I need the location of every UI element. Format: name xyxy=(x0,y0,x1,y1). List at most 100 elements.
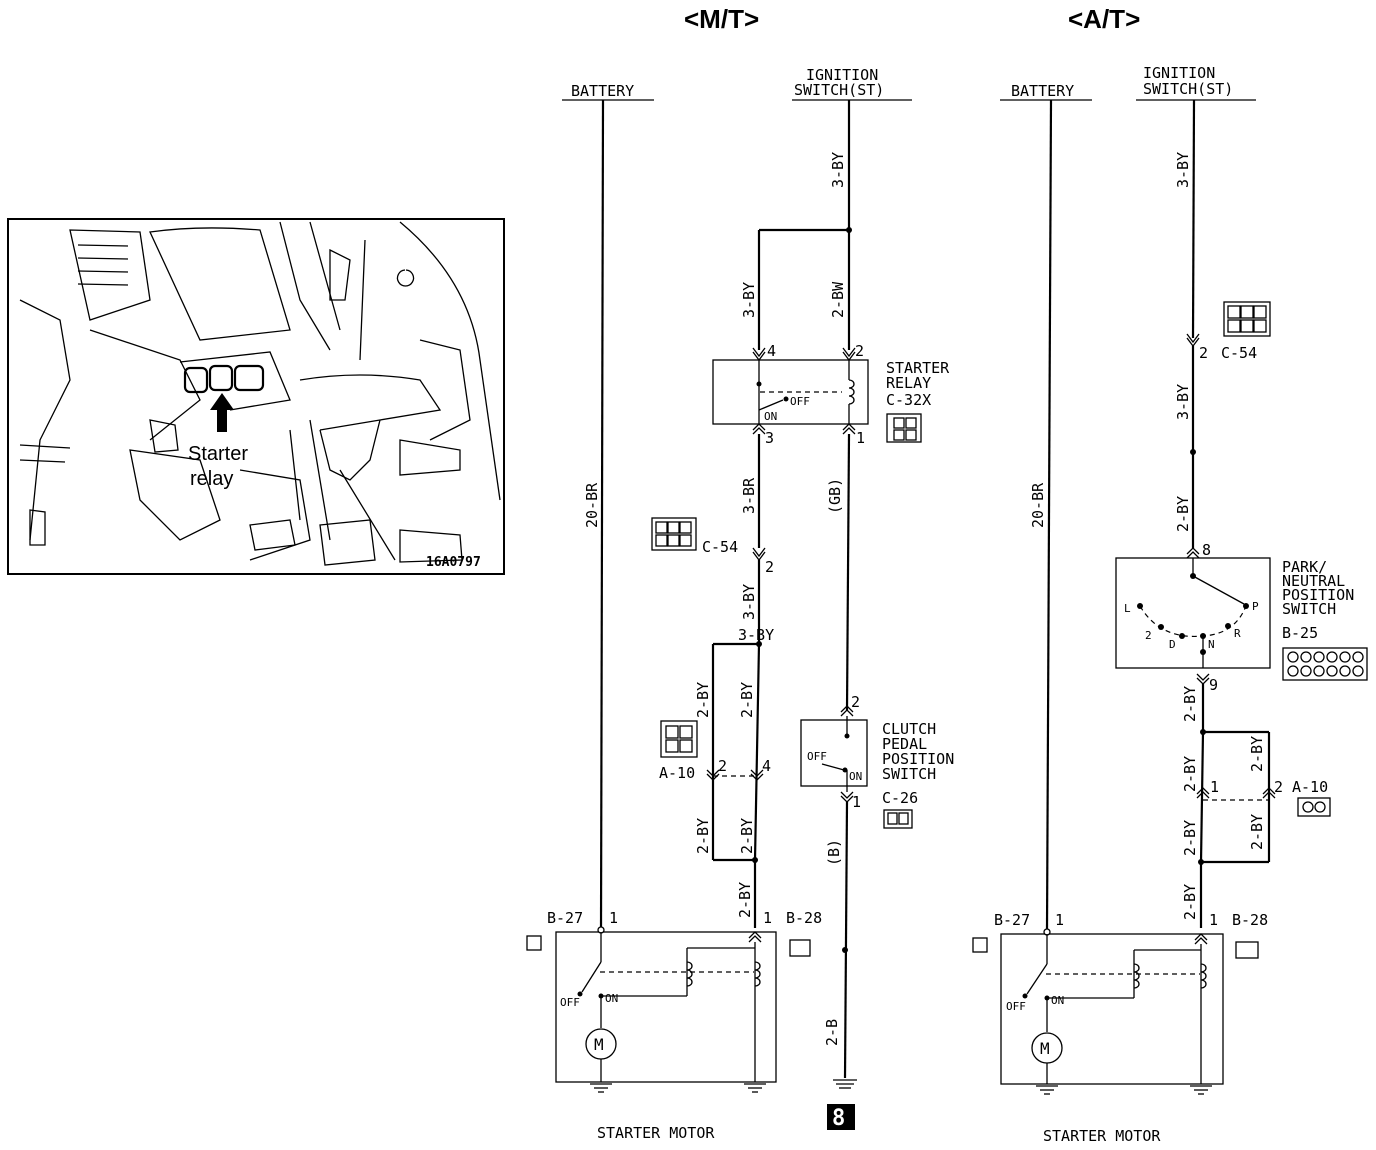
mt-relay-pin2: 2 xyxy=(855,342,864,360)
mt-motor-off: OFF xyxy=(560,996,580,1009)
mt-ground-icon xyxy=(833,1079,857,1089)
photo-connector-1 xyxy=(183,366,209,394)
mt-wire-3by-join: 3-BY xyxy=(738,626,774,644)
photo-line-art xyxy=(19,221,501,566)
mt-a10-connector-icon xyxy=(660,720,698,758)
mt-clutch-off: OFF xyxy=(807,750,827,763)
mt-starter-relay: 4 2 OFF ON 3 1 STARTER RELAY C-32X xyxy=(712,342,950,447)
mt-b28-label: B-28 xyxy=(786,909,822,927)
mt-wire-2b: 2-B xyxy=(823,1019,841,1046)
at-b27-connector-icon xyxy=(972,937,988,953)
mt-ground-mark: 8 xyxy=(832,1106,845,1131)
mt-wire-2bw: 2-BW xyxy=(829,281,847,318)
mt-clutch-pin1: 1 xyxy=(852,793,861,811)
mt-wire-2by-d: 2-BY xyxy=(738,818,756,854)
at-ignition-label-1: IGNITION xyxy=(1143,64,1215,82)
mt-ignition-label-2: SWITCH(ST) xyxy=(794,81,884,99)
photo-code: 16A0797 xyxy=(426,555,481,570)
at-b28-label: B-28 xyxy=(1232,911,1268,929)
mt-relay-label-2: RELAY xyxy=(886,374,931,392)
photo-callout-line1: Starter xyxy=(188,443,248,465)
at-pos-l: L xyxy=(1124,602,1131,615)
at-motor-off: OFF xyxy=(1006,1000,1026,1013)
at-wire-2by-e: 2-BY xyxy=(1248,814,1266,850)
at-wire-3by-top: 3-BY xyxy=(1174,152,1192,188)
arrow-up-icon xyxy=(210,393,234,432)
at-wire-2by-a: 2-BY xyxy=(1181,686,1199,722)
at-c54-label: C-54 xyxy=(1221,344,1257,362)
at-wire-3by-mid: 3-BY xyxy=(1174,384,1192,420)
at-b28-connector-icon xyxy=(1235,941,1259,959)
mt-wire-2by-b: 2-BY xyxy=(738,682,756,718)
mt-wire-3by-top: 3-BY xyxy=(829,152,847,188)
mt-wire-3by-mid: 3-BY xyxy=(740,584,758,620)
at-wire-2by-b: 2-BY xyxy=(1181,756,1199,792)
mt-clutch-pin2: 2 xyxy=(851,693,860,711)
at-a10-label: A-10 xyxy=(1292,778,1328,796)
mt-wire-2by-e: 2-BY xyxy=(736,882,754,918)
mt-clutch-on: ON xyxy=(849,770,862,783)
mt-diagram: BATTERY IGNITION SWITCH(ST) 20-BR 3-BY 3… xyxy=(526,66,954,1142)
mt-a10-label: A-10 xyxy=(659,764,695,782)
mt-b27-connector-icon xyxy=(526,935,542,951)
mt-wire-gb: (GB) xyxy=(826,478,844,514)
at-a10-connector-icon xyxy=(1297,797,1331,817)
at-pn-label-2: NEUTRAL xyxy=(1282,572,1345,590)
svg-text:M: M xyxy=(594,1035,604,1054)
at-diagram: BATTERY IGNITION SWITCH(ST) 20-BR 3-BY 2… xyxy=(972,64,1368,1145)
mt-b27-label: B-27 xyxy=(547,909,583,927)
mt-clutch-pedal-switch: 2 OFF ON 1 CLUTCH PEDAL POSITION SWITCH … xyxy=(800,693,954,829)
at-battery-label: BATTERY xyxy=(1011,82,1074,100)
mt-clutch-label-4: SWITCH xyxy=(882,765,936,783)
at-b28-pin: 1 xyxy=(1209,911,1218,929)
mt-c54-label: C-54 xyxy=(702,538,738,556)
photo-callout-line2: relay xyxy=(190,468,233,490)
mt-header: <M/T> xyxy=(684,4,759,34)
mt-relay-label-3: C-32X xyxy=(886,391,931,409)
at-pos-2: 2 xyxy=(1145,629,1152,642)
at-pn-label-1: PARK/ xyxy=(1282,558,1327,576)
mt-clutch-label-1: CLUTCH xyxy=(882,720,936,738)
at-wire-2by-f: 2-BY xyxy=(1181,884,1199,920)
at-battery-wire xyxy=(1045,99,1053,931)
at-ignition-label-2: SWITCH(ST) xyxy=(1143,80,1233,98)
at-c54-pin: 2 xyxy=(1199,344,1208,362)
at-wire-2by-d: 2-BY xyxy=(1181,820,1199,856)
at-starter-motor: B-27 1 1 B-28 OFF ON M xyxy=(972,911,1268,1145)
at-pn-label-3: POSITION xyxy=(1282,586,1354,604)
mt-clutch-label-2: PEDAL xyxy=(882,735,927,753)
mt-ground-mark-box xyxy=(827,1104,855,1130)
at-pn-pin8: 8 xyxy=(1202,541,1211,559)
mt-a10-pin2: 2 xyxy=(718,757,727,775)
mt-wire-2by-c: 2-BY xyxy=(694,818,712,854)
mt-wire-3br: 3-BR xyxy=(740,477,758,514)
at-pn-pin9: 9 xyxy=(1209,676,1218,694)
at-b25-connector-icon xyxy=(1282,647,1368,681)
mt-relay-on: ON xyxy=(764,410,777,423)
mt-wire-20br: 20-BR xyxy=(583,482,601,528)
mt-relay-pin1: 1 xyxy=(856,429,865,447)
at-a10-pin1: 1 xyxy=(1210,778,1219,796)
mt-c26-label: C-26 xyxy=(882,789,918,807)
at-b27-label: B-27 xyxy=(994,911,1030,929)
mt-b27-pin: 1 xyxy=(609,909,618,927)
mt-clutch-label-3: POSITION xyxy=(882,750,954,768)
mt-battery-label: BATTERY xyxy=(571,82,634,100)
at-b25-label: B-25 xyxy=(1282,624,1318,642)
at-starter-motor-label: STARTER MOTOR xyxy=(1043,1127,1161,1145)
mt-b28-pin: 1 xyxy=(763,909,772,927)
at-park-neutral-switch: 8 P R N D 2 L 9 PARK/ NEUTRAL POSITION S… xyxy=(1115,541,1368,694)
mt-relay-label-1: STARTER xyxy=(886,359,950,377)
mt-motor-on: ON xyxy=(605,992,618,1005)
mt-relay-off: OFF xyxy=(790,395,810,408)
at-wire-2by-c: 2-BY xyxy=(1248,736,1266,772)
starter-relay-location-photo: Starter relay 16A0797 xyxy=(7,218,505,575)
at-wire-20br: 20-BR xyxy=(1029,482,1047,528)
at-pos-d: D xyxy=(1169,638,1176,651)
mt-wire-b: (B) xyxy=(825,839,843,866)
at-pos-r: R xyxy=(1234,627,1241,640)
mt-c54-connector-icon xyxy=(651,517,697,551)
mt-b28-connector-icon xyxy=(789,939,811,957)
mt-c26-connector-icon xyxy=(883,809,913,829)
